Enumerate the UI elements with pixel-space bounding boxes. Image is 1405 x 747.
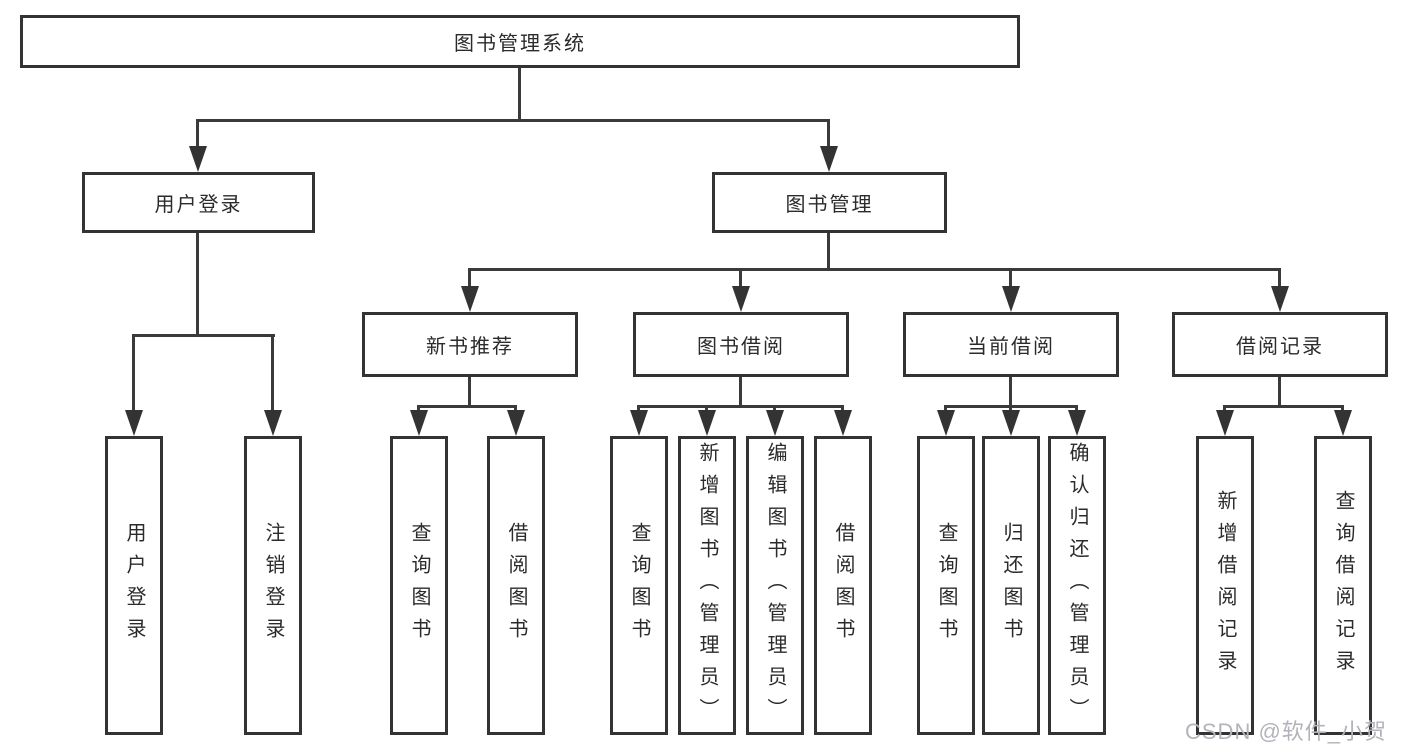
arrowhead-icon: [410, 410, 428, 436]
arrowhead-icon: [1002, 286, 1020, 312]
connector-line: [132, 334, 135, 413]
leaf-borrow-books: 借阅图书: [814, 436, 872, 735]
connector-line: [773, 405, 776, 413]
leaf-add-book-admin: 新增图书（管理员）: [678, 436, 736, 735]
leaf-query-books-current: 查询图书: [917, 436, 975, 735]
connector-line: [132, 334, 275, 337]
leaf-logout: 注销登录: [244, 436, 302, 735]
arrowhead-icon: [698, 410, 716, 436]
connector-line: [1009, 377, 1012, 408]
leaf-label: 注销登录: [262, 521, 284, 650]
leaf-label: 借阅图书: [832, 521, 854, 650]
leaf-label: 归还图书: [1000, 521, 1022, 650]
connector-line: [1009, 268, 1012, 288]
arrowhead-icon: [1271, 286, 1289, 312]
connector-line: [514, 405, 517, 413]
leaf-label: 查询图书: [935, 521, 957, 650]
connector-line: [827, 233, 830, 271]
leaf-confirm-return-admin: 确认归还（管理员）: [1048, 436, 1106, 735]
node-current-borrowing: 当前借阅: [903, 312, 1119, 377]
connector-line: [468, 268, 1281, 271]
node-book-management: 图书管理: [712, 172, 947, 233]
arrowhead-icon: [937, 410, 955, 436]
leaf-add-borrow-record: 新增借阅记录: [1196, 436, 1254, 735]
leaf-label: 新增图书（管理员）: [696, 441, 718, 730]
arrowhead-icon: [125, 410, 143, 436]
connector-line: [196, 119, 830, 122]
leaf-label: 查询图书: [408, 521, 430, 650]
arrowhead-icon: [189, 146, 207, 172]
connector-line: [1223, 405, 1344, 408]
node-library-system: 图书管理系统: [20, 15, 1020, 68]
arrowhead-icon: [732, 286, 750, 312]
leaf-label: 确认归还（管理员）: [1066, 441, 1088, 730]
node-book-borrowing: 图书借阅: [633, 312, 849, 377]
connector-line: [827, 119, 830, 149]
arrowhead-icon: [766, 410, 784, 436]
arrowhead-icon: [264, 410, 282, 436]
node-borrowing-records: 借阅记录: [1172, 312, 1388, 377]
arrowhead-icon: [1334, 410, 1352, 436]
connector-line: [1075, 405, 1078, 413]
leaf-query-borrow-record: 查询借阅记录: [1314, 436, 1372, 735]
leaf-label: 借阅图书: [505, 521, 527, 650]
connector-line: [196, 233, 199, 337]
connector-line: [468, 268, 471, 288]
connector-line: [1278, 268, 1281, 288]
connector-line: [1223, 405, 1226, 413]
csdn-watermark: CSDN @软件_小贺同学: [1185, 719, 1388, 744]
leaf-borrow-books-recommend: 借阅图书: [487, 436, 545, 735]
connector-line: [271, 334, 274, 413]
connector-line: [518, 68, 521, 122]
connector-line: [739, 268, 742, 288]
connector-line: [1341, 405, 1344, 413]
arrowhead-icon: [630, 410, 648, 436]
arrowhead-icon: [1068, 410, 1086, 436]
leaf-label: 用户登录: [123, 521, 145, 650]
node-new-book-recommend: 新书推荐: [362, 312, 578, 377]
arrowhead-icon: [1002, 410, 1020, 436]
connector-line: [1278, 377, 1281, 408]
arrowhead-icon: [834, 410, 852, 436]
connector-line: [944, 405, 947, 413]
leaf-edit-book-admin: 编辑图书（管理员）: [746, 436, 804, 735]
connector-line: [417, 405, 420, 413]
arrowhead-icon: [507, 410, 525, 436]
arrowhead-icon: [820, 146, 838, 172]
leaf-label: 查询图书: [628, 521, 650, 650]
node-user-login: 用户登录: [82, 172, 315, 233]
leaf-label: 新增借阅记录: [1214, 489, 1236, 682]
connector-line: [841, 405, 844, 413]
leaf-return-books: 归还图书: [982, 436, 1040, 735]
connector-line: [468, 377, 471, 408]
connector-line: [1009, 405, 1012, 413]
leaf-query-books-recommend: 查询图书: [390, 436, 448, 735]
connector-line: [637, 405, 844, 408]
leaf-user-login: 用户登录: [105, 436, 163, 735]
connector-line: [637, 405, 640, 413]
arrowhead-icon: [461, 286, 479, 312]
leaf-label: 编辑图书（管理员）: [764, 441, 786, 730]
connector-line: [417, 405, 517, 408]
leaf-label: 查询借阅记录: [1332, 489, 1354, 682]
connector-line: [739, 377, 742, 408]
leaf-query-books-borrowing: 查询图书: [610, 436, 668, 735]
connector-line: [196, 119, 199, 149]
connector-line: [705, 405, 708, 413]
arrowhead-icon: [1216, 410, 1234, 436]
